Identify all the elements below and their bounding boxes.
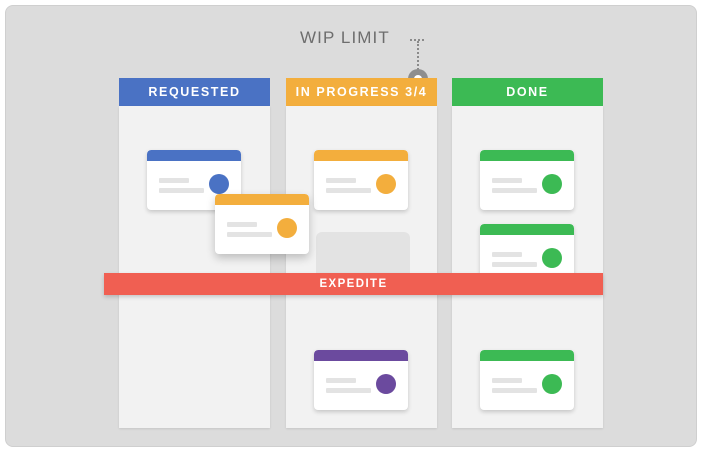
card-color-bar <box>480 150 574 161</box>
card-text-line-2 <box>492 262 537 267</box>
column-header-requested[interactable]: REQUESTED <box>119 78 270 106</box>
card-text-line-1 <box>492 252 522 257</box>
column-done: DONE <box>452 78 603 428</box>
column-in-progress: IN PROGRESS 3/4 <box>286 78 437 428</box>
wip-limit-leader-vertical <box>417 41 419 81</box>
card-dragged[interactable] <box>215 194 309 254</box>
wip-limit-label: WIP LIMIT <box>300 28 390 47</box>
card-color-bar <box>314 350 408 361</box>
card-avatar <box>209 174 229 194</box>
card-content <box>314 161 408 210</box>
card-avatar <box>277 218 297 238</box>
card-avatar <box>542 248 562 268</box>
card-text-line-2 <box>492 188 537 193</box>
card-done-1[interactable] <box>480 150 574 210</box>
card-text-lines <box>159 178 204 193</box>
card-color-bar <box>215 194 309 205</box>
card-text-line-2 <box>227 232 272 237</box>
card-avatar <box>542 174 562 194</box>
card-text-line-2 <box>492 388 537 393</box>
card-avatar <box>376 374 396 394</box>
card-done-3[interactable] <box>480 350 574 410</box>
card-content <box>215 205 309 254</box>
card-color-bar <box>480 224 574 235</box>
card-text-line-1 <box>326 378 356 383</box>
card-avatar <box>376 174 396 194</box>
card-color-bar <box>480 350 574 361</box>
swimlane-expedite[interactable]: EXPEDITE <box>104 273 603 295</box>
swimlane-expedite-label: EXPEDITE <box>319 278 388 290</box>
card-text-lines <box>492 178 537 193</box>
column-body-requested[interactable] <box>119 106 270 428</box>
column-body-in-progress[interactable] <box>286 106 437 428</box>
card-text-line-1 <box>159 178 189 183</box>
card-color-bar <box>147 150 241 161</box>
card-text-lines <box>326 378 371 393</box>
column-requested: REQUESTED <box>119 78 270 428</box>
column-header-in-progress[interactable]: IN PROGRESS 3/4 <box>286 78 437 106</box>
card-content <box>480 161 574 210</box>
card-text-line-2 <box>326 388 371 393</box>
card-in-progress-2[interactable] <box>314 350 408 410</box>
card-text-line-2 <box>159 188 204 193</box>
card-content <box>480 361 574 410</box>
column-body-done[interactable] <box>452 106 603 428</box>
card-text-line-1 <box>492 178 522 183</box>
card-in-progress-1[interactable] <box>314 150 408 210</box>
card-text-lines <box>227 222 272 237</box>
card-color-bar <box>314 150 408 161</box>
card-content <box>480 235 574 284</box>
card-text-lines <box>492 252 537 267</box>
card-content <box>314 361 408 410</box>
card-text-line-1 <box>326 178 356 183</box>
column-header-done[interactable]: DONE <box>452 78 603 106</box>
card-text-line-2 <box>326 188 371 193</box>
card-text-line-1 <box>227 222 257 227</box>
card-text-lines <box>326 178 371 193</box>
wip-limit-leader-horizontal <box>410 39 424 41</box>
card-text-lines <box>492 378 537 393</box>
card-text-line-1 <box>492 378 522 383</box>
card-content <box>147 161 241 210</box>
card-avatar <box>542 374 562 394</box>
kanban-board: WIP LIMIT REQUESTED IN PROGRESS 3/4 <box>5 5 697 447</box>
